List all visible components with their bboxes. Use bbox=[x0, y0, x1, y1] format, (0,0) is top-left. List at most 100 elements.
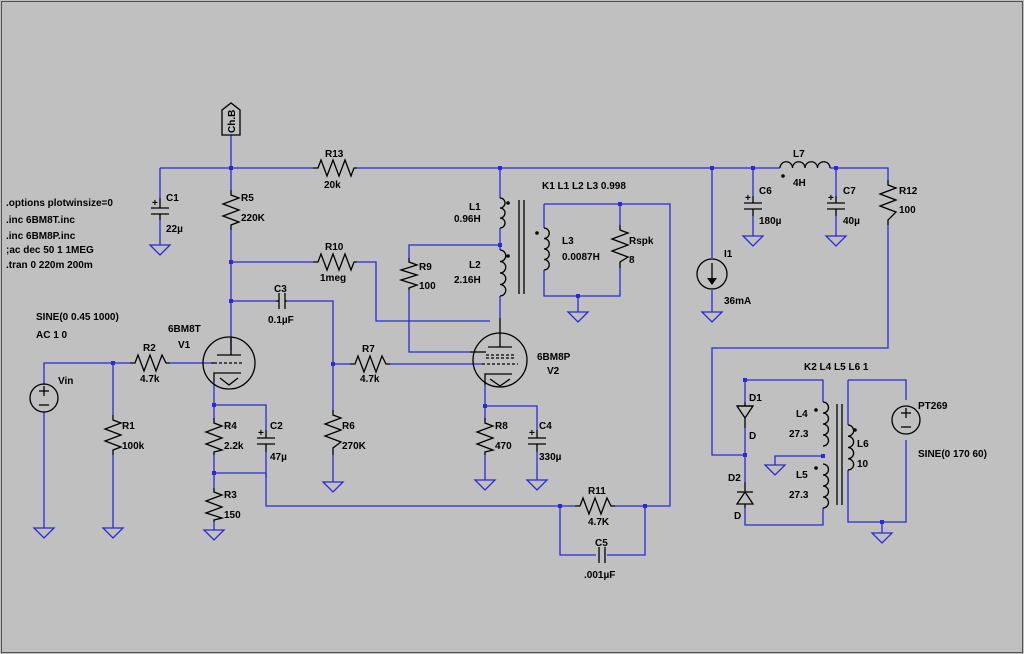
c6-value: 180µ bbox=[759, 216, 782, 227]
svg-text:+: + bbox=[745, 193, 751, 204]
c5-name: C5 bbox=[595, 538, 608, 549]
pt269-name: PT269 bbox=[918, 401, 948, 412]
directive-4: ;ac dec 50 1 1MEG bbox=[6, 245, 94, 256]
inductor-l4 bbox=[822, 401, 830, 447]
c3-name: C3 bbox=[274, 284, 287, 295]
diodes bbox=[735, 402, 755, 508]
c1-value: 22µ bbox=[166, 224, 183, 235]
resistor-rspk bbox=[610, 225, 630, 268]
inductor-l6 bbox=[847, 424, 855, 471]
net-flag-chb: Ch.B bbox=[221, 102, 241, 136]
d2-value: D bbox=[734, 511, 741, 522]
inductor-l1 bbox=[499, 197, 506, 229]
directive-5: .tran 0 220m 200m bbox=[6, 260, 93, 271]
d1-name: D1 bbox=[749, 393, 762, 404]
l3-name: L3 bbox=[562, 236, 574, 247]
capacitor-c5 bbox=[598, 547, 606, 563]
directive-3: .inc 6BM8P.inc bbox=[6, 231, 76, 242]
wires bbox=[43, 135, 907, 556]
l7-name: L7 bbox=[793, 149, 805, 160]
diode-d1 bbox=[735, 402, 755, 428]
l1-value: 0.96H bbox=[454, 214, 481, 225]
capacitor-c4: + bbox=[528, 428, 546, 452]
r5-value: 220K bbox=[241, 213, 266, 224]
spice-directives: .options plotwinsize=0 .inc 6BM8T.inc .i… bbox=[6, 198, 113, 271]
resistor-r11 bbox=[575, 496, 615, 516]
r1-name: R1 bbox=[122, 421, 135, 432]
r6-name: R6 bbox=[342, 421, 355, 432]
vin-ac: AC 1 0 bbox=[36, 330, 68, 341]
d2-name: D2 bbox=[728, 473, 741, 484]
directive-2: .inc 6BM8T.inc bbox=[6, 215, 75, 226]
resistor-r10 bbox=[313, 252, 357, 272]
junctions bbox=[111, 166, 884, 524]
inductor-l2 bbox=[499, 249, 507, 297]
r7-name: R7 bbox=[362, 344, 375, 355]
k2-coupling: K2 L4 L5 L6 1 bbox=[804, 362, 869, 373]
resistor-r6 bbox=[323, 410, 343, 455]
r13-name: R13 bbox=[325, 149, 344, 160]
resistor-r9 bbox=[398, 258, 420, 290]
resistor-r8 bbox=[475, 418, 496, 455]
r12-value: 100 bbox=[899, 205, 916, 216]
inductor-l3 bbox=[543, 227, 550, 271]
directive-1: .options plotwinsize=0 bbox=[6, 198, 113, 209]
l4-name: L4 bbox=[796, 409, 808, 420]
flag-label: Ch.B bbox=[227, 110, 238, 133]
c4-name: C4 bbox=[539, 421, 552, 432]
r1-value: 100k bbox=[122, 441, 145, 452]
r7-value: 4.7k bbox=[360, 374, 380, 385]
inductor-l7 bbox=[779, 161, 831, 169]
d1-value: D bbox=[749, 431, 756, 442]
pt269-spec: SINE(0 170 60) bbox=[918, 449, 987, 460]
l3-value: 0.0087H bbox=[562, 252, 600, 263]
l2-name: L2 bbox=[469, 260, 481, 271]
c2-value: 47µ bbox=[270, 452, 287, 463]
resistor-r12 bbox=[878, 180, 898, 225]
svg-text:+: + bbox=[152, 198, 158, 209]
v1-name: V1 bbox=[178, 340, 191, 351]
i1-value: 36mA bbox=[724, 296, 751, 307]
resistor-r1 bbox=[103, 415, 123, 455]
r8-name: R8 bbox=[495, 421, 508, 432]
k1-coupling: K1 L1 L2 L3 0.998 bbox=[542, 181, 626, 192]
svg-text:+: + bbox=[258, 428, 264, 439]
capacitor-c1: + bbox=[151, 198, 169, 220]
capacitor-c7: + bbox=[827, 193, 845, 216]
r6-value: 270K bbox=[342, 441, 367, 452]
vin-name: Vin bbox=[58, 376, 73, 387]
resistor-r4 bbox=[204, 418, 225, 455]
component-labels: SINE(0 0.45 1000) AC 1 0 Vin R13 20k C1 … bbox=[36, 149, 987, 581]
tube-v1 bbox=[202, 336, 256, 390]
ground-symbols bbox=[32, 235, 894, 544]
c1-name: C1 bbox=[166, 193, 179, 204]
rspk-name: Rspk bbox=[629, 236, 654, 247]
resistor-r13 bbox=[313, 158, 357, 178]
l5-name: L5 bbox=[796, 470, 808, 481]
l4-value: 27.3 bbox=[789, 429, 809, 440]
sources bbox=[29, 258, 921, 435]
l5-value: 27.3 bbox=[789, 490, 809, 501]
r9-name: R9 bbox=[419, 262, 432, 273]
c2-name: C2 bbox=[270, 421, 283, 432]
r10-value: 1meg bbox=[320, 273, 346, 284]
capacitor-c2: + bbox=[257, 428, 275, 452]
tube-v2 bbox=[470, 318, 528, 388]
c5-value: .001µF bbox=[584, 570, 615, 581]
r4-value: 2.2k bbox=[224, 441, 244, 452]
c7-value: 40µ bbox=[843, 216, 860, 227]
c7-name: C7 bbox=[843, 186, 856, 197]
diode-d2 bbox=[735, 482, 755, 508]
capacitor-c3 bbox=[276, 293, 287, 309]
c3-value: 0.1µF bbox=[268, 315, 294, 326]
r9-value: 100 bbox=[419, 281, 436, 292]
c6-name: C6 bbox=[759, 186, 772, 197]
inductor-l5 bbox=[822, 463, 830, 509]
l6-value: 10 bbox=[857, 459, 869, 470]
resistor-r7 bbox=[350, 354, 390, 374]
resistors bbox=[103, 158, 898, 522]
r2-value: 4.7k bbox=[140, 374, 160, 385]
l1-name: L1 bbox=[469, 202, 481, 213]
v2-name: V2 bbox=[547, 366, 560, 377]
